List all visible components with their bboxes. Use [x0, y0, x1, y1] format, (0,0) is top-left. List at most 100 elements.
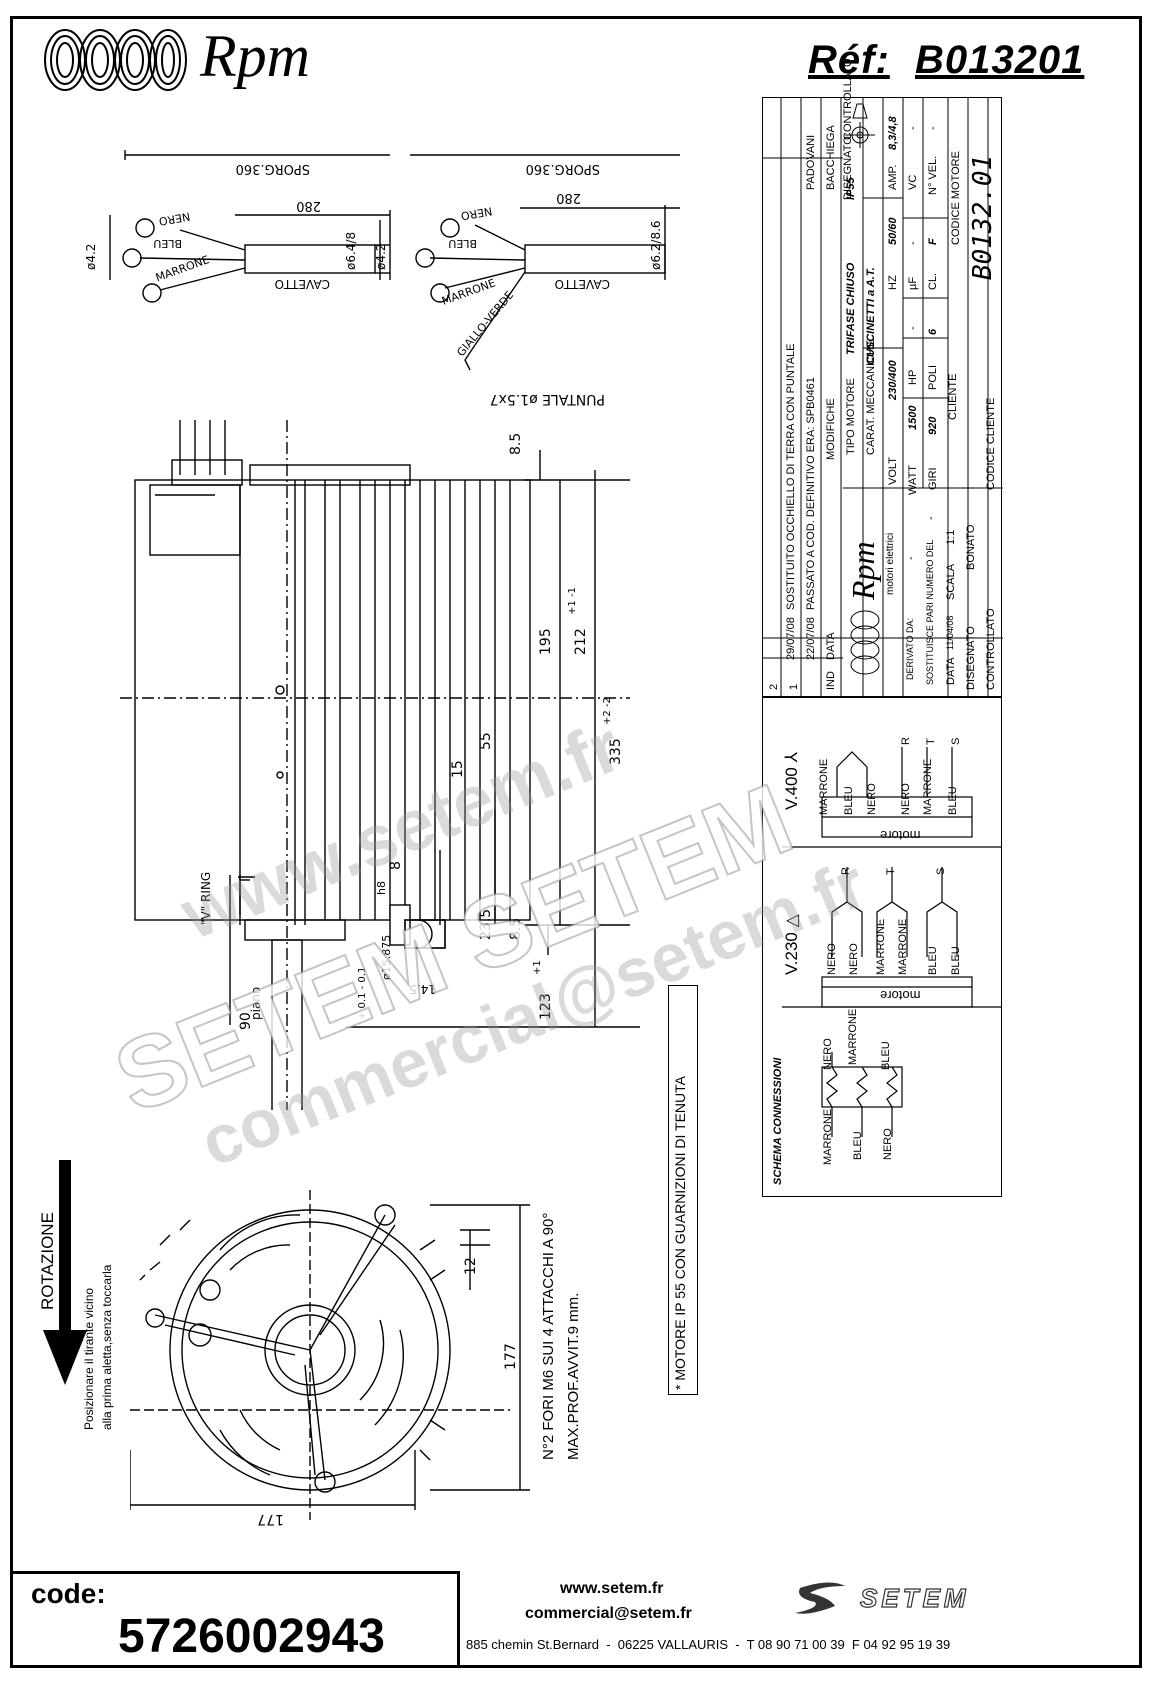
dim-123: 123 [538, 993, 554, 1020]
schema-connessioni-title: SCHEMA CONNESSIONI [772, 1057, 784, 1185]
sporg-left: SPORG.360 [236, 161, 310, 176]
ip55-note: * MOTORE IP 55 CON GUARNIZIONI DI TENUTA [672, 1075, 688, 1390]
v400-label: V.400 ⅄ [782, 752, 801, 810]
hp-label: HP [907, 369, 919, 385]
phase-t-230: T [885, 868, 897, 875]
amp-label: AMP. [887, 164, 899, 190]
key-tol: + 0.1 - 0.1 [357, 967, 368, 1020]
phase-s-230: S [935, 867, 947, 875]
sostituisce-label: SOSTITUISCE PARI NUMERO DEL [925, 539, 935, 685]
dim-177-v: 177 [503, 1343, 519, 1370]
phase-s-400: S [950, 737, 962, 745]
nome-1: PADOVANI [805, 134, 817, 190]
rev-1-modifiche: PASSATO A COD. DEFINITIVO ERA: SPB0461 [805, 377, 817, 610]
reference-label: Réf: [808, 38, 890, 82]
hp-value: - [907, 326, 919, 330]
website-link[interactable]: www.setem.fr [560, 1580, 664, 1597]
rev-1-ind: 1 [788, 683, 800, 690]
derivato-label: DERIVATO DA: [905, 617, 915, 680]
ip-rating: IP55 [845, 177, 857, 200]
disegnato-value: BONATO [965, 524, 977, 570]
tipo-motore: TRIFASE CHIUSO [845, 262, 857, 355]
cable-drawings: SPORG.360 SPORG.360 280 280 ø6.4/8 ø6.2/… [84, 150, 680, 407]
wire-230-bleu-2: BLEU [950, 946, 962, 975]
dia-cable-right: ø6.2/8.6 [649, 220, 663, 270]
wire-marrone-right: MARRONE [440, 276, 497, 307]
uf-value: - [907, 241, 919, 245]
phase-r-230: R [840, 867, 852, 875]
rpm-logo-text: Rpm [200, 23, 310, 89]
derivato-value: - [905, 556, 917, 560]
len-280-right: 280 [556, 190, 581, 205]
puntale: PUNTALE ø1.5x7 [490, 391, 605, 407]
wire-230-marrone-1: MARRONE [875, 918, 887, 975]
wire-400-bleu-1: BLEU [843, 786, 855, 815]
motor-side-view: 8.5 195 212 +1 -1 335 +2 -2 55 15 23.5 8… [120, 420, 640, 1110]
rev-2-modifiche: SOSTITUITO OCCHIELLO DI TERRA CON PUNTAL… [785, 343, 797, 611]
cavetto-left: CAVETTO [274, 277, 330, 291]
hz-value: 50/60 [887, 217, 899, 245]
fori-line-2: MAX.PROF.AVVIT.9 mm. [565, 1292, 582, 1460]
schema-marrone-top: MARRONE [847, 1008, 859, 1065]
title-block-rpm-sub: motori elettrici [885, 532, 896, 595]
schema-nero-bottom: NERO [882, 1128, 894, 1160]
wire-400-nero-1: NERO [866, 783, 878, 815]
reference-value: B013201 [915, 38, 1085, 82]
dim-90: 90 [238, 1012, 254, 1030]
piano: piano [249, 987, 263, 1020]
code-box: code: 5726002943 [10, 1571, 460, 1668]
cavetto-right: CAVETTO [554, 277, 610, 291]
giri-label: GIRI [927, 467, 939, 490]
wire-230-nero-2: NERO [848, 943, 860, 975]
ring-dia-left: ø4.2 [84, 244, 98, 270]
scala-value: 1:1 [945, 529, 957, 545]
schema-bleu-bottom: BLEU [852, 1131, 864, 1160]
controllato-label-2: CONTROLLATO [985, 608, 997, 691]
title-block-rpm-logo [850, 610, 880, 675]
fori-line-1: N°2 FORI M6 SUI 4 ATTACCHI A 90° [540, 1212, 557, 1460]
hz-label: HZ [887, 275, 899, 290]
dim-8-5-bottom: 8.5 [508, 918, 524, 940]
setem-brand: SETEM [859, 1582, 970, 1613]
vc-label: VC [907, 174, 919, 190]
rev-2-data: 29/07/08 [785, 617, 797, 660]
wire-230-marrone-2: MARRONE [897, 918, 909, 975]
modifiche-label: MODIFICHE [825, 398, 837, 460]
amp-value: 8,3/4,8 [887, 116, 899, 150]
dim-8: 8 [388, 861, 404, 870]
nome-2: BACCHIEGA [825, 125, 837, 190]
vc-value: - [907, 126, 919, 130]
dim-12: 12 [463, 1257, 479, 1275]
v-ring: "V" RING [199, 872, 213, 925]
email-link[interactable]: commercial@setem.fr [525, 1605, 692, 1622]
projection-symbol-icon [845, 103, 875, 148]
wire-bleu-right: BLEU [448, 237, 477, 250]
motore-230: motore [880, 988, 921, 1003]
sporg-right: SPORG.360 [526, 161, 600, 176]
watt-label: WATT [907, 465, 919, 495]
wire-400-marrone-2: MARRONE [922, 758, 934, 815]
dim-8-5-top: 8.5 [508, 433, 524, 455]
key-14-5: 14.5 [409, 982, 436, 996]
dim-23-5: 23.5 [478, 909, 494, 940]
shaft-dia: ø15.875 [380, 935, 393, 980]
motor-front-view: 177 177 12 [130, 1190, 530, 1527]
rotation-arrow-icon [43, 1160, 87, 1385]
schema-bleu-top: BLEU [880, 1041, 892, 1070]
poli-value: 6 [927, 328, 939, 335]
codice-motore-label: CODICE MOTORE [950, 151, 962, 245]
nvel-value: - [927, 126, 939, 130]
len-280-left: 280 [296, 198, 321, 213]
posizionare-line-2: alla prima aletta,senza toccarla [100, 1264, 114, 1430]
giri-value: 920 [927, 416, 939, 435]
cliente-label: CLIENTE [947, 373, 959, 420]
carat-value: CUSCINETTI a A.T. [865, 267, 877, 365]
cl-value: F [927, 238, 939, 245]
wire-230-nero-1: NERO [826, 943, 838, 975]
posizionare-line-1: Posizionare il tirante vicino [82, 1287, 96, 1430]
schema-marrone-bottom: MARRONE [822, 1108, 834, 1165]
code-label: code: [31, 1578, 106, 1609]
wire-400-marrone-1: MARRONE [818, 758, 830, 815]
schema-box [762, 697, 1002, 1197]
tipo-motore-label: TIPO MOTORE [845, 378, 857, 455]
